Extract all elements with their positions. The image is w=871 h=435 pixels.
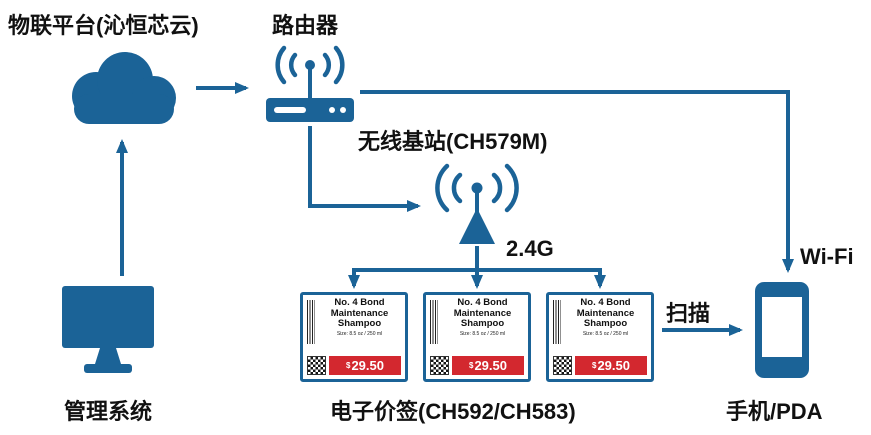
product-subtitle: Size: 8.5 oz / 250 ml	[582, 330, 629, 337]
desktop-computer-icon	[58, 280, 158, 387]
price-tag-top: No. 4 Bond Maintenance Shampoo Size: 8.5…	[303, 295, 405, 356]
qr-code-icon	[430, 356, 449, 375]
wifi-label: Wi-Fi	[800, 244, 854, 269]
product-subtitle: Size: 8.5 oz / 250 ml	[459, 330, 506, 337]
price-tag-top: No. 4 Bond Maintenance Shampoo Size: 8.5…	[549, 295, 651, 356]
edge-router-to-basestation	[308, 126, 421, 212]
cloud-icon	[58, 44, 188, 135]
qr-code-icon	[307, 356, 326, 375]
price-amount: 29.50	[351, 358, 384, 373]
qr-code-icon	[553, 356, 572, 375]
edge-router-to-phone	[360, 90, 794, 273]
price-tag-text: No. 4 Bond Maintenance Shampoo Size: 8.5…	[317, 298, 402, 356]
product-title: No. 4 Bond Maintenance Shampoo	[330, 298, 389, 330]
price-band: $ 29.50	[575, 356, 647, 375]
price-tag-3: No. 4 Bond Maintenance Shampoo Size: 8.5…	[546, 292, 654, 382]
router-icon	[260, 42, 360, 131]
barcode-icon	[553, 300, 561, 344]
esl-tags-label: 电子价签(CH592/CH583)	[330, 399, 576, 424]
product-subtitle: Size: 8.5 oz / 250 ml	[336, 330, 383, 337]
rf-2-4g-label: 2.4G	[506, 236, 554, 261]
router-label: 路由器	[272, 13, 339, 38]
price-currency: $	[346, 361, 351, 370]
smartphone-icon	[752, 280, 812, 385]
product-title: No. 4 Bond Maintenance Shampoo	[453, 298, 512, 330]
price-tag-1: No. 4 Bond Maintenance Shampoo Size: 8.5…	[300, 292, 408, 382]
price-tag-text: No. 4 Bond Maintenance Shampoo Size: 8.5…	[563, 298, 648, 356]
barcode-icon	[307, 300, 315, 344]
price-tag-top: No. 4 Bond Maintenance Shampoo Size: 8.5…	[426, 295, 528, 356]
broadcast-antenna-icon	[430, 162, 524, 253]
price-tag-2: No. 4 Bond Maintenance Shampoo Size: 8.5…	[423, 292, 531, 382]
scan-label: 扫描	[666, 301, 711, 326]
price-amount: 29.50	[474, 358, 507, 373]
barcode-icon	[430, 300, 438, 344]
price-band: $ 29.50	[329, 356, 401, 375]
price-currency: $	[469, 361, 474, 370]
base-station-label: 无线基站(CH579M)	[358, 129, 548, 154]
price-band: $ 29.50	[452, 356, 524, 375]
management-system-label: 管理系统	[63, 399, 152, 424]
price-amount: 29.50	[597, 358, 630, 373]
phone-label: 手机/PDA	[726, 399, 823, 424]
price-tag-bottom: $ 29.50	[303, 356, 405, 379]
price-currency: $	[592, 361, 597, 370]
product-title: No. 4 Bond Maintenance Shampoo	[576, 298, 635, 330]
price-tag-text: No. 4 Bond Maintenance Shampoo Size: 8.5…	[440, 298, 525, 356]
iot-platform-label: 物联平台(沁恒芯云)	[8, 13, 199, 38]
price-tag-bottom: $ 29.50	[426, 356, 528, 379]
price-tag-bottom: $ 29.50	[549, 356, 651, 379]
